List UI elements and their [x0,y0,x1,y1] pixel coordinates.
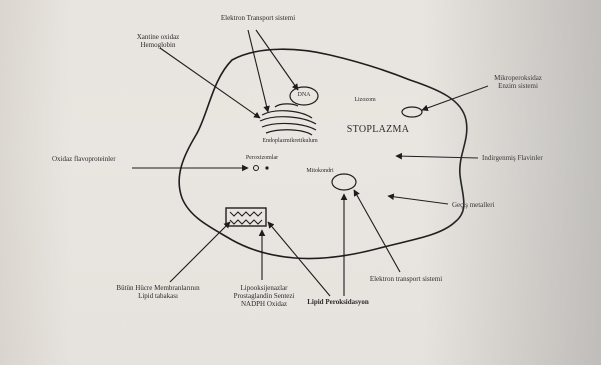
label-lipoxygenases: Lipooksijenazlar [240,284,287,292]
mitochondria-shape [332,174,356,190]
label-membrane-lipids-1: Bütün Hücre Membranlarının [116,284,199,292]
arrow-xanthine-er [160,48,260,118]
label-hemoglobin: Hemoglobin [141,41,176,49]
peroxisome-dot-1 [254,166,259,171]
label-xanthine-oxidase: Xantine oxidaz [137,33,180,41]
arrow-electron-bottom [354,190,400,272]
label-membrane-lipids-2: Lipid tabakası [138,292,178,300]
peroxisome-dot-2 [265,166,268,169]
membrane-lipid-box [226,208,266,226]
label-reduced-flavins: Indirgenmiş Flavinler [482,154,543,162]
label-lipid-peroxidation: Lipid Peroksidasyon [307,298,369,306]
label-prostaglandin-synthesis: Prostaglandin Sentezi [234,292,295,300]
label-peroxisomes: Peroxizomlar [246,155,278,162]
label-nadph-oxidase: NADPH Oxidaz [241,300,287,308]
label-transition-metals: Geçiş metalleri [452,201,495,209]
arrow-flavins [396,156,478,158]
label-microperoxidase: Mikroperoksidaz [494,74,542,82]
label-enzyme-system: Enzim sistemi [498,82,538,90]
arrow-membrane [170,222,230,282]
lysosome-shape [402,107,422,117]
label-oxidase-flavoproteins: Oxidaz flavoproteinler [52,155,116,163]
label-dna: DNA [298,92,311,99]
arrow-electron-top-dna [256,30,298,90]
arrow-transition-metals [388,196,448,204]
label-electron-transport-bottom: Elektron transport sistemi [370,275,442,283]
label-electron-transport-top: Elektron Transport sistemi [221,14,295,22]
arrow-microperoxidase [422,86,488,110]
label-mitochondria: Mitokondri [306,168,333,175]
label-endoplasmic-reticulum: Endoplazmikretikulum [262,138,317,145]
endoplasmic-reticulum-shape [260,104,316,135]
cell-membrane-outline [179,49,467,258]
label-lysosome: Lizozom [354,97,375,104]
label-cytoplasm: STOPLAZMA [347,124,410,135]
